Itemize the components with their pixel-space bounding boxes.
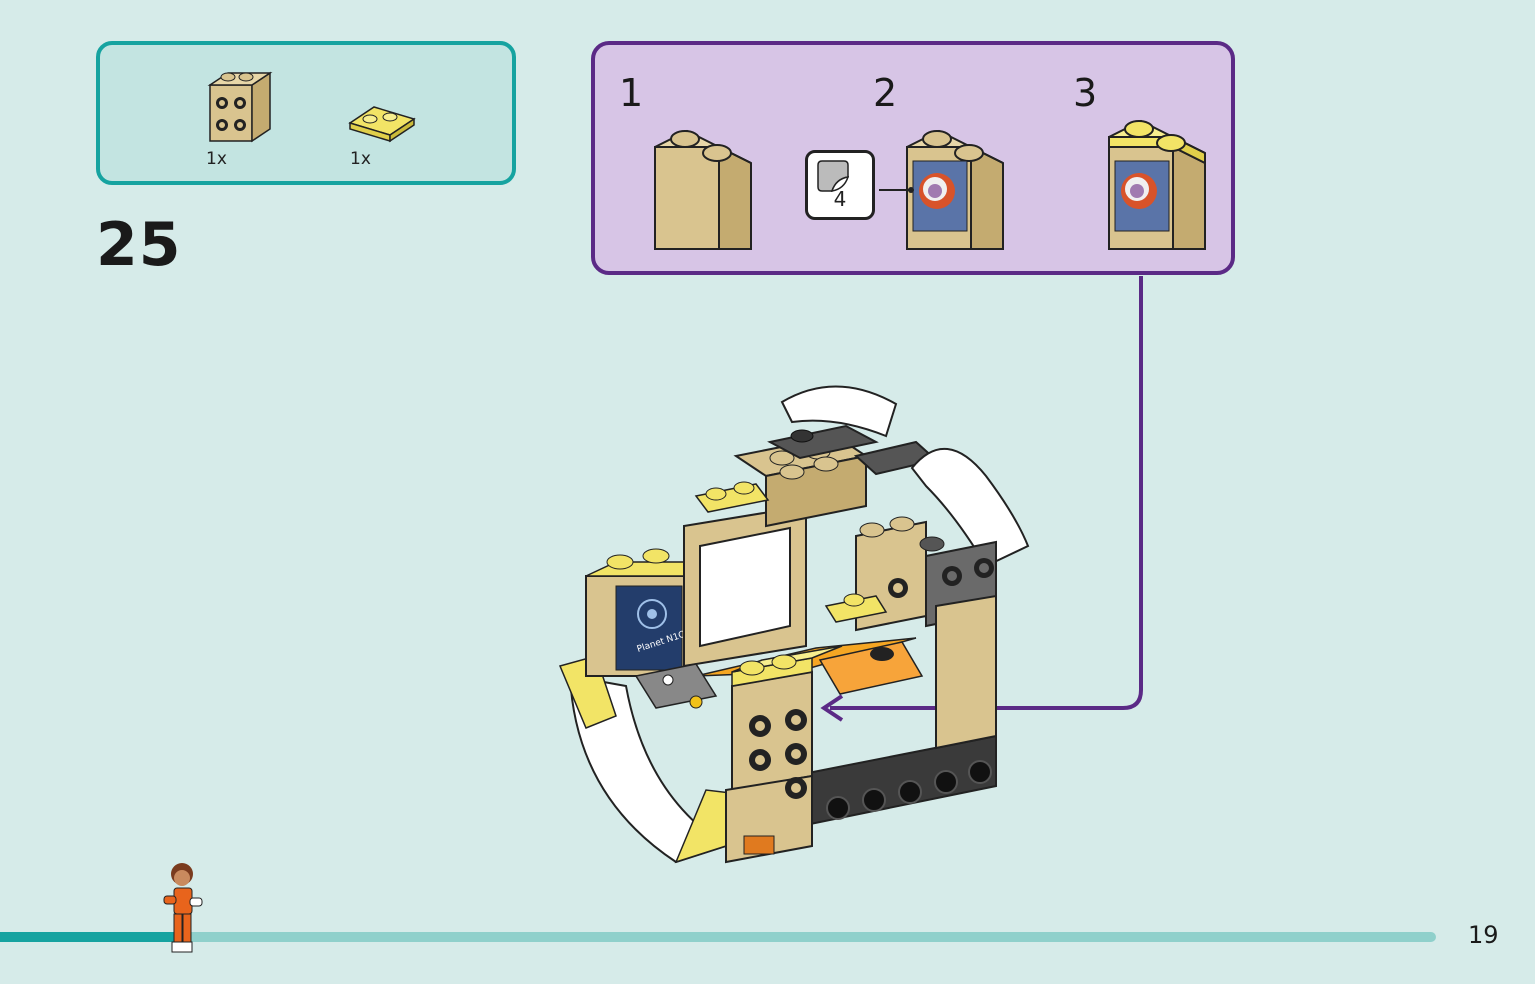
tan-brick-1x2-icon: [654, 129, 752, 250]
brick-with-astronaut-sticker-icon: [906, 129, 1004, 250]
progress-bar: [0, 932, 1436, 942]
sticker-sheet-icon: [817, 160, 850, 192]
page-number: 19: [1468, 921, 1499, 949]
parts-list-box: 1x 1x: [96, 41, 516, 185]
brick-with-trans-yellow-top-icon: [1108, 119, 1206, 250]
connector-line: [879, 187, 914, 193]
step-number: 25: [96, 210, 182, 280]
spaceship-model-illustration: Planet N1C3: [558, 385, 1030, 864]
substep-number: 1: [619, 71, 644, 115]
progress-fill: [0, 932, 178, 942]
substep-number: 2: [873, 71, 898, 115]
progress-track: [0, 932, 1436, 942]
sticker-number-badge: 4: [805, 150, 875, 220]
part-quantity: 1x: [350, 149, 371, 169]
substep-callout-box: 1 2 3: [591, 41, 1235, 275]
substep-number: 3: [1073, 71, 1098, 115]
minifigure-progress-marker: [163, 863, 203, 953]
part-quantity: 1x: [206, 149, 227, 169]
sticker-number: 4: [833, 187, 847, 211]
tan-brick-2x2-studs-side-icon: [207, 71, 273, 143]
trans-yellow-plate-1x2-icon: [348, 106, 416, 143]
